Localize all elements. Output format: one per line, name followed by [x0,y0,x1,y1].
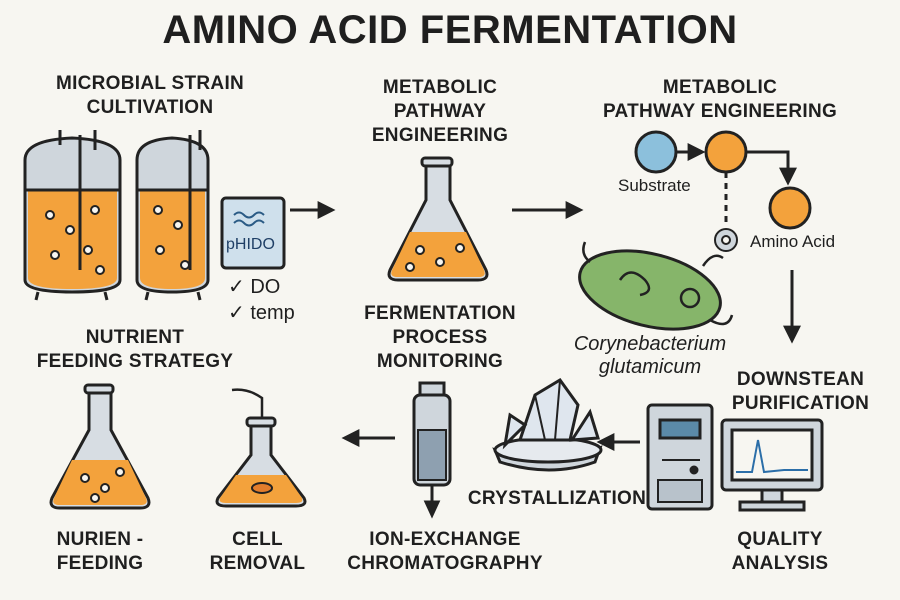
check-do-text: DO [250,276,281,298]
bioreactor-right [135,130,210,301]
label-metabolic-pathway-2: METABOLIC PATHWAY ENGINEERING [602,77,838,122]
label-microbial-strain: MICROBIAL STRAIN CULTIVATION [55,73,245,118]
substrate-node [634,130,678,174]
bioreactor-tanks [23,130,210,301]
crystal-dish [492,378,603,472]
amino-acid-label: Amino Acid [750,232,836,251]
analyzer-machine [646,403,714,511]
center-flask [387,156,489,282]
label-cell-removal: CELL REMOVAL [209,529,306,574]
check-temp: ✓ temp [228,302,295,324]
organism-name: Corynebacterium glutamicum [573,333,727,378]
bacterium-illustration [578,241,734,331]
cell-removal-flask [215,388,307,508]
nutrient-flask [49,383,151,510]
check-temp-text: temp [250,302,295,324]
bioreactor-left [23,130,122,301]
pathway-diagram [634,130,812,252]
gear-icon [714,228,738,252]
label-downstream: DOWNSTEAN PURIFICATION [731,369,870,414]
check-do: ✓ DO [228,276,281,298]
ph-do-meter [220,196,286,270]
intermediate-node [704,130,748,174]
page-title: AMINO ACID FERMENTATION [162,8,738,52]
amino-acid-node [768,186,812,230]
flow-arrows [290,201,801,451]
label-nutrient-feeding: NURIEN - FEEDING [56,529,144,574]
label-metabolic-pathway-1: METABOLIC PATHWAY ENGINEERING [371,77,509,146]
ion-exchange-column [412,381,452,519]
label-crystallization: CRYSTALLIZATION [467,488,647,509]
monitor [720,418,824,512]
label-process-monitoring: FERMENTATION PROCESS MONITORING [364,303,516,372]
meter-display: pHIDO [226,236,275,253]
label-nutrient-strategy: NUTRIENT FEEDING STRATEGY [36,327,234,372]
label-ion-exchange: ION-EXCHANGE CHROMATOGRAPHY [347,529,543,574]
label-quality-analysis: QUALITY ANALYSIS [731,529,829,574]
substrate-label: Substrate [618,176,691,195]
